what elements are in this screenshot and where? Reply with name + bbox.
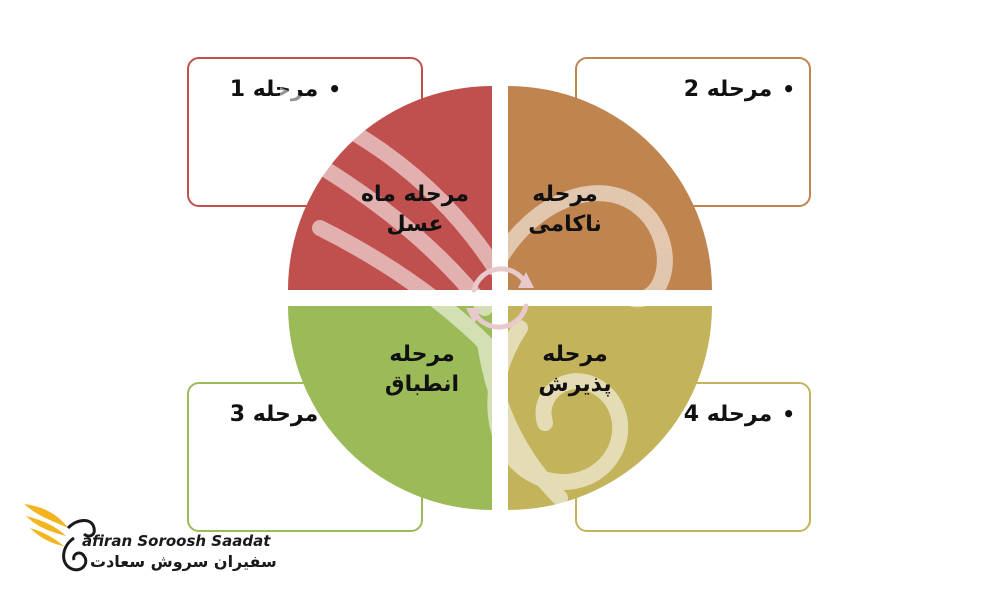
stage-4-label: مرحله 4 bbox=[683, 402, 773, 427]
bird-wing-logo-icon bbox=[24, 504, 96, 572]
logo-latin-text: afiran Soroosh Saadat bbox=[82, 532, 271, 550]
stage-2-label: مرحله 2 bbox=[683, 77, 773, 102]
bullet-icon: • bbox=[782, 402, 795, 426]
logo-persian-text: سفیران سروش سعادت bbox=[90, 552, 277, 571]
cycle-arrows-icon bbox=[466, 266, 534, 330]
company-logo: afiran Soroosh Saadat سفیران سروش سعادت bbox=[22, 492, 292, 582]
bullet-icon: • bbox=[782, 77, 795, 101]
bullet-icon: • bbox=[328, 77, 341, 101]
quadrant-honeymoon-label: مرحله ماه عسل bbox=[360, 182, 469, 237]
quadrant-frustration-label: مرحله ناکامی bbox=[528, 182, 602, 237]
stage-wheel bbox=[280, 86, 712, 510]
bird-watermark-icon bbox=[280, 87, 673, 506]
quadrant-acceptance-label: مرحله پذیرش bbox=[538, 342, 612, 397]
stage-3-label: مرحله 3 bbox=[229, 402, 319, 427]
quadrant-adjustment bbox=[288, 306, 492, 510]
quadrant-adjustment-label: مرحله انطباق bbox=[384, 342, 460, 397]
